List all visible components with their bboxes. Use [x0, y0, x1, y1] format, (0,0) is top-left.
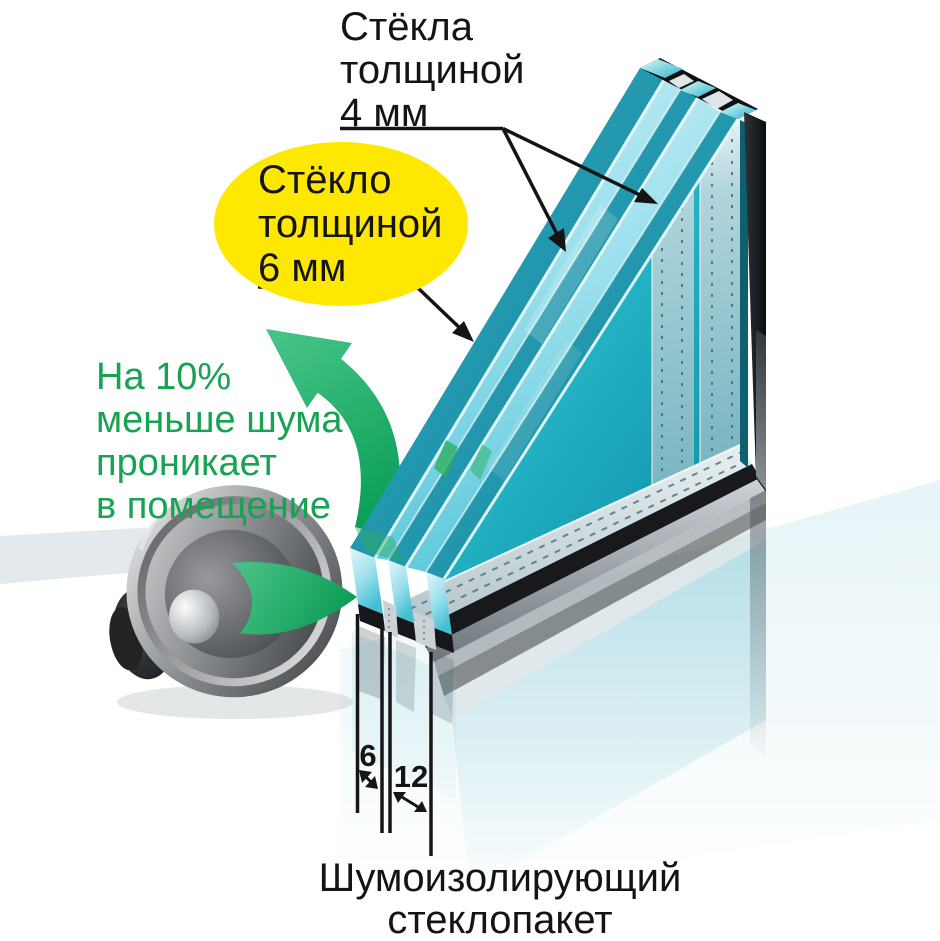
speaker-icon	[109, 476, 353, 719]
sound-arrow-icon	[232, 561, 357, 635]
label-line: проникает	[96, 442, 277, 484]
air-gap-band-1	[375, 78, 680, 560]
label-line: Стёкла	[340, 5, 473, 49]
label-line: На 10%	[96, 356, 232, 398]
label-line: 4 мм	[340, 91, 429, 135]
label-glass-4mm: Стёкла толщиной 4 мм	[340, 6, 525, 135]
pane-4mm-edge-2	[426, 112, 738, 579]
leader-4mm-branch-1	[501, 127, 560, 237]
dimension-lines	[355, 614, 433, 856]
unit-reflection	[352, 482, 766, 890]
arrowhead-4mm-2	[634, 188, 658, 204]
label-line: меньше шума	[96, 399, 343, 441]
through-glass-arrow-fragments	[355, 440, 492, 562]
dimension-label-12: 12	[393, 759, 429, 794]
pane-4mm-edge-1	[388, 90, 698, 567]
label-line: 6 мм	[258, 246, 347, 290]
speaker-shadow	[117, 685, 353, 719]
right-edge-glass-stripe	[740, 120, 748, 468]
leader-4mm-branch-2	[502, 126, 645, 199]
label-glass-6mm: Стёкло толщиной 6 мм	[258, 158, 443, 290]
spacer-bar-right-large	[699, 100, 744, 463]
highlight-bubble-6mm	[214, 142, 468, 306]
arrowhead-6mm	[452, 321, 474, 342]
glass-highlights	[488, 205, 618, 481]
caption-line: стеклопакет	[387, 898, 613, 941]
unit-underside	[426, 478, 766, 662]
caption-line: Шумоизолирующий	[318, 856, 682, 900]
arrowhead-4mm-1	[548, 228, 566, 252]
label-line: Стёкло	[258, 158, 392, 202]
pane-bottom-tips	[350, 548, 454, 653]
label-line: толщиной	[340, 48, 525, 92]
caption-title: Шумоизолирующий стеклопакет	[280, 857, 720, 941]
glass-unit	[350, 58, 766, 662]
label-line: в помещение	[96, 485, 332, 527]
label-line: толщиной	[258, 202, 443, 246]
speaker-glint	[138, 476, 306, 551]
bottom-sealant	[418, 464, 760, 648]
bounce-arrow-icon	[266, 329, 401, 537]
label-noise-reduction: На 10% меньше шума проникает в помещение	[96, 356, 343, 528]
speaker-dome	[169, 589, 220, 644]
pane-6mm-edge	[350, 68, 665, 558]
top-caps	[640, 58, 758, 119]
spacer-bar-bottom	[403, 443, 752, 630]
dimension-label-6: 6	[359, 738, 377, 773]
right-edge-sheen	[756, 330, 766, 490]
